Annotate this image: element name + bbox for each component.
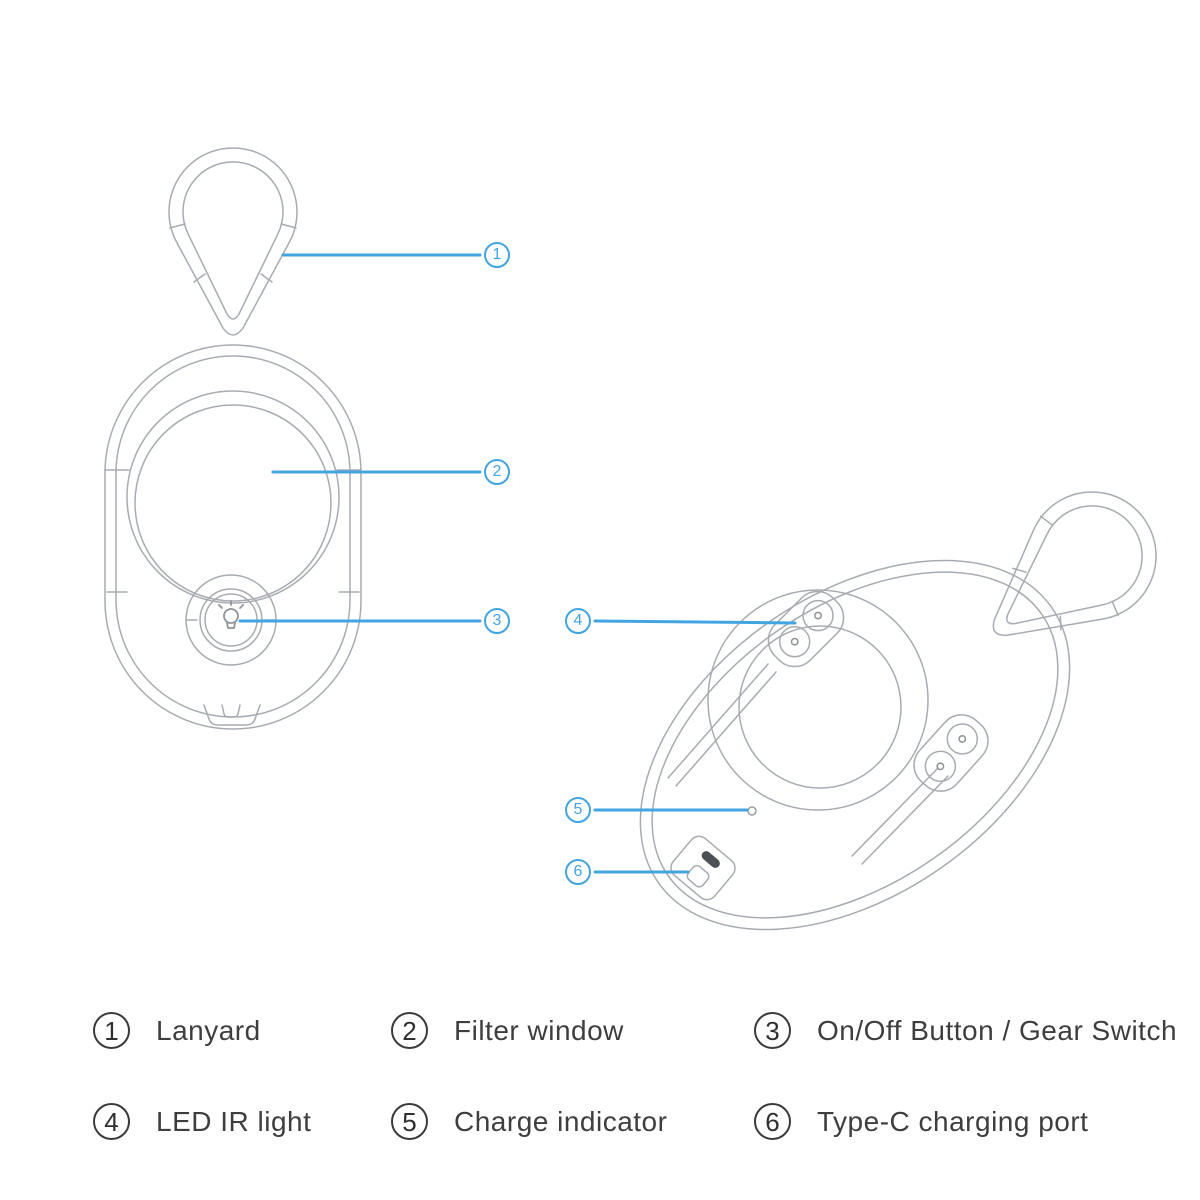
filter-window xyxy=(126,390,340,604)
bulb-icon xyxy=(218,600,244,629)
legend-item-type-c-port: 6 Type-C charging port xyxy=(754,1103,1088,1140)
callout-badge-6: 6 xyxy=(565,859,591,885)
legend-label-lanyard: Lanyard xyxy=(156,1014,261,1046)
filter-ring-angled xyxy=(667,589,949,865)
charge-indicator-dot xyxy=(747,806,757,816)
device-body xyxy=(104,344,362,730)
led-ir-light-lower xyxy=(913,714,989,792)
legend-number-2: 2 xyxy=(391,1012,428,1049)
device-front-view xyxy=(104,147,362,730)
callout-line-led-ir-light xyxy=(593,619,797,625)
legend-label-filter-window: Filter window xyxy=(454,1014,624,1046)
type-c-port xyxy=(670,835,736,901)
legend-number-3: 3 xyxy=(754,1012,791,1049)
callout-badge-5: 5 xyxy=(565,797,591,823)
legend-item-on-off-button: 3 On/Off Button / Gear Switch xyxy=(754,1012,1177,1049)
legend-number-5: 5 xyxy=(391,1103,428,1140)
callout-badge-3: 3 xyxy=(484,608,510,634)
legend-number-6: 6 xyxy=(754,1103,791,1140)
legend-item-lanyard: 1 Lanyard xyxy=(93,1012,261,1049)
legend-label-type-c-port: Type-C charging port xyxy=(817,1105,1089,1137)
legend-label-led-ir-light: LED IR light xyxy=(156,1105,312,1137)
legend-label-on-off-button: On/Off Button / Gear Switch xyxy=(817,1014,1178,1046)
lanyard-carabiner xyxy=(168,147,298,336)
legend-label-charge-indicator: Charge indicator xyxy=(454,1105,668,1137)
callout-badge-1: 1 xyxy=(484,242,510,268)
legend-number-1: 1 xyxy=(93,1012,130,1049)
device-angled-view xyxy=(639,465,1183,931)
callout-badge-4: 4 xyxy=(565,608,591,634)
legend-item-filter-window: 2 Filter window xyxy=(391,1012,624,1049)
legend-number-4: 4 xyxy=(93,1103,130,1140)
callout-badge-2: 2 xyxy=(484,459,510,485)
front-port-tab xyxy=(203,704,261,726)
legend-item-led-ir-light: 4 LED IR light xyxy=(93,1103,311,1140)
led-ir-light-upper xyxy=(767,590,845,668)
legend-item-charge-indicator: 5 Charge indicator xyxy=(391,1103,667,1140)
device-body-angled xyxy=(639,559,1071,931)
